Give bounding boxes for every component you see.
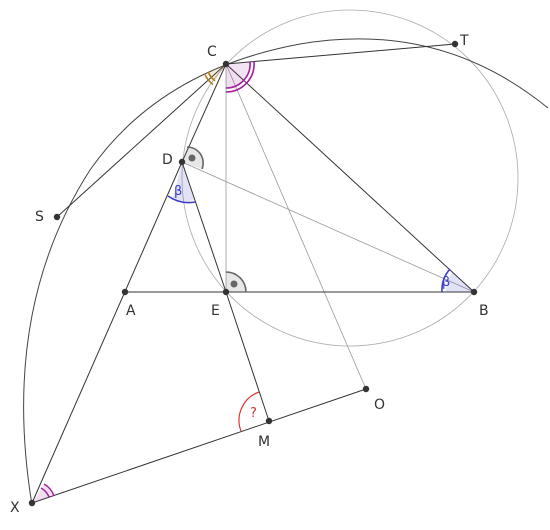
angle-label-beta-b: β — [442, 275, 450, 290]
point-o — [362, 385, 370, 393]
label-b: B — [479, 303, 489, 319]
segment-co — [225, 63, 367, 390]
segment-cd — [181, 63, 227, 163]
right-angle-marker-e — [225, 271, 247, 293]
angle-marker-c-purple — [225, 61, 255, 93]
segment-em — [225, 291, 270, 422]
segment-de — [181, 161, 227, 293]
angle-marker-x — [32, 483, 55, 503]
large-arc — [23, 38, 549, 506]
label-o: O — [374, 397, 385, 413]
point-m — [265, 417, 273, 425]
angle-marker-m — [238, 391, 260, 432]
angle-marker-c-orange — [203, 64, 226, 86]
label-m: M — [258, 434, 270, 450]
label-e: E — [211, 303, 220, 319]
point-a — [121, 288, 129, 296]
point-b — [470, 288, 478, 296]
point-e — [222, 288, 230, 296]
segment-ct — [225, 43, 456, 65]
circle-cdeb — [181, 9, 519, 347]
label-a: A — [126, 303, 136, 319]
label-t: T — [459, 33, 469, 49]
label-d: D — [162, 152, 173, 168]
point-d — [178, 158, 186, 166]
segment-cs — [56, 63, 227, 218]
point-x — [28, 499, 36, 507]
angle-label-question: ? — [250, 406, 257, 421]
label-c: C — [207, 44, 217, 60]
angle-marker-b-beta — [441, 268, 474, 293]
point-c — [222, 60, 230, 68]
segment-db — [181, 161, 475, 293]
angle-label-beta-d: β — [174, 184, 182, 199]
segment-xo — [31, 388, 367, 504]
label-x: X — [10, 500, 20, 516]
segment-dx — [31, 161, 183, 504]
right-angle-marker-d — [182, 146, 204, 170]
point-t — [451, 40, 459, 48]
label-s: S — [35, 209, 44, 225]
segment-cb — [225, 63, 475, 293]
angle-marker-d-beta — [167, 162, 196, 204]
point-s — [53, 213, 61, 221]
